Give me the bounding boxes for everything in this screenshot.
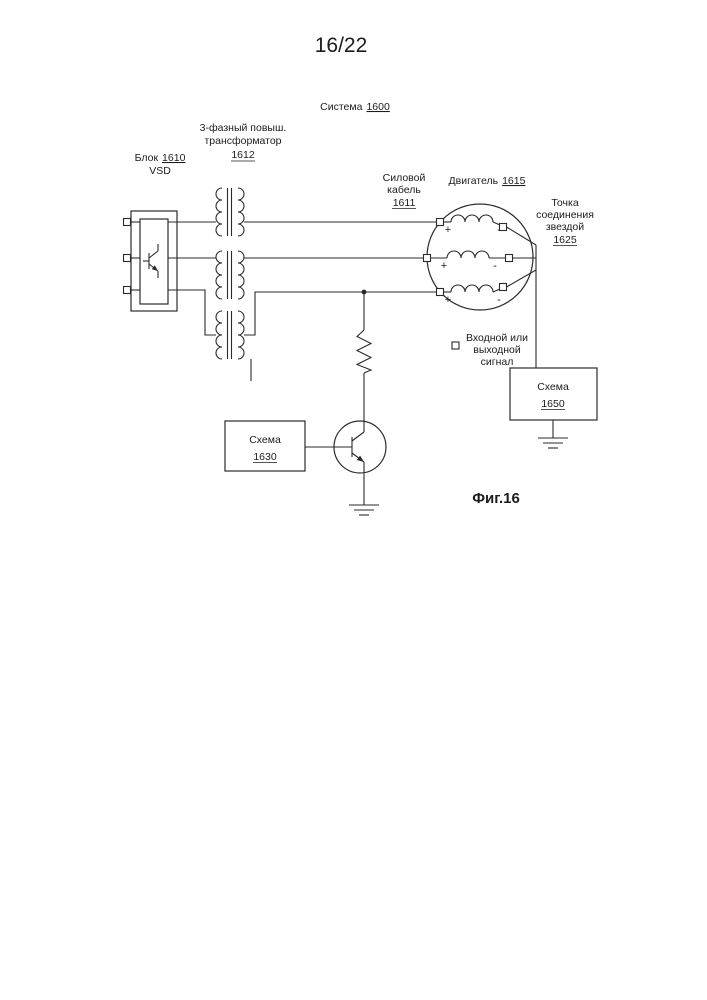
- vsd-inner-box: [139, 218, 169, 305]
- vsd-outer-box: [130, 210, 178, 312]
- transformer-label: 3-фазный повыш. трансформатор 1612: [200, 122, 287, 162]
- svg-text:1630: 1630: [253, 451, 277, 463]
- transformer-unit: [215, 250, 245, 300]
- svg-text:соединения: соединения: [536, 209, 594, 221]
- figure-label: Фиг.16: [472, 490, 520, 507]
- motor-winding: [450, 284, 494, 293]
- minus-sign: -: [493, 260, 497, 272]
- transformer: [215, 187, 252, 381]
- svg-text:1625: 1625: [553, 234, 577, 246]
- svg-text:VSD: VSD: [149, 165, 171, 177]
- svg-text:Входной или: Входной или: [466, 332, 528, 344]
- igbt-icon: [143, 244, 159, 278]
- circuit-1650-box: [509, 367, 598, 421]
- motor-terminal-square: [422, 253, 432, 263]
- signal-legend: Входной или выходной сигнал: [451, 332, 528, 368]
- cable-wire: [244, 291, 437, 336]
- svg-text:звездой: звездой: [546, 221, 584, 233]
- motor: + - + - + -: [422, 203, 534, 311]
- circuit-1650: Схема 1650: [509, 367, 598, 449]
- minus-sign: -: [497, 294, 501, 306]
- vsd-terminal-square: [122, 253, 132, 263]
- circuit-1630: Схема 1630: [224, 420, 334, 472]
- power-cable-label: Силовой кабель 1611: [383, 172, 426, 209]
- star-terminal-square: [498, 282, 508, 292]
- motor-terminal-square: [435, 217, 445, 227]
- transistor-icon: [333, 420, 387, 505]
- svg-text:Силовой: Силовой: [383, 172, 426, 184]
- primary-winding: [215, 250, 223, 300]
- svg-text:кабель: кабель: [387, 184, 421, 196]
- svg-text:Точка: Точка: [551, 197, 578, 209]
- svg-text:трансформатор: трансформатор: [204, 135, 281, 147]
- star-terminal-square: [498, 222, 508, 232]
- svg-text:1611: 1611: [393, 197, 416, 209]
- svg-text:выходной: выходной: [473, 344, 521, 356]
- vsd-terminal-square: [122, 217, 132, 227]
- svg-text:сигнал: сигнал: [481, 356, 514, 368]
- primary-winding: [215, 187, 223, 237]
- svg-text:3-фазный повыш.: 3-фазный повыш.: [200, 122, 287, 134]
- star-terminal-square: [504, 253, 514, 263]
- sheet-number: 16/22: [315, 34, 368, 57]
- secondary-winding: [237, 187, 245, 237]
- svg-text:1612: 1612: [231, 149, 255, 161]
- emitter-arrow: [356, 455, 364, 462]
- ground-icon: [538, 437, 568, 449]
- primary-winding: [215, 310, 223, 360]
- secondary-winding: [237, 250, 245, 300]
- resistor-icon: [355, 329, 373, 374]
- transformer-unit: [215, 187, 245, 237]
- secondary-winding: [237, 310, 245, 360]
- phase-wire: [168, 289, 216, 336]
- motor-terminal-square: [435, 287, 445, 297]
- plus-sign: +: [445, 224, 451, 236]
- motor-winding: [450, 214, 494, 223]
- plus-sign: +: [445, 294, 451, 306]
- star-connection: [506, 226, 537, 368]
- phase-wires-secondary: [244, 221, 437, 336]
- star-point-label: Точка соединения звездой 1625: [536, 197, 594, 246]
- vsd-terminal-square: [122, 285, 132, 295]
- circuit-1630-box: [224, 420, 306, 472]
- svg-text:1650: 1650: [541, 398, 565, 410]
- ground-icon: [349, 504, 379, 516]
- svg-text:Схема: Схема: [537, 381, 569, 393]
- sense-branch: [333, 292, 387, 516]
- svg-text:Схема: Схема: [249, 434, 281, 446]
- vsd-block: [122, 210, 178, 312]
- phase-wires-primary: [168, 221, 216, 336]
- signal-marker-square: [451, 341, 460, 350]
- motor-winding: [446, 250, 490, 259]
- plus-sign: +: [441, 260, 447, 272]
- transformer-unit: [215, 310, 245, 360]
